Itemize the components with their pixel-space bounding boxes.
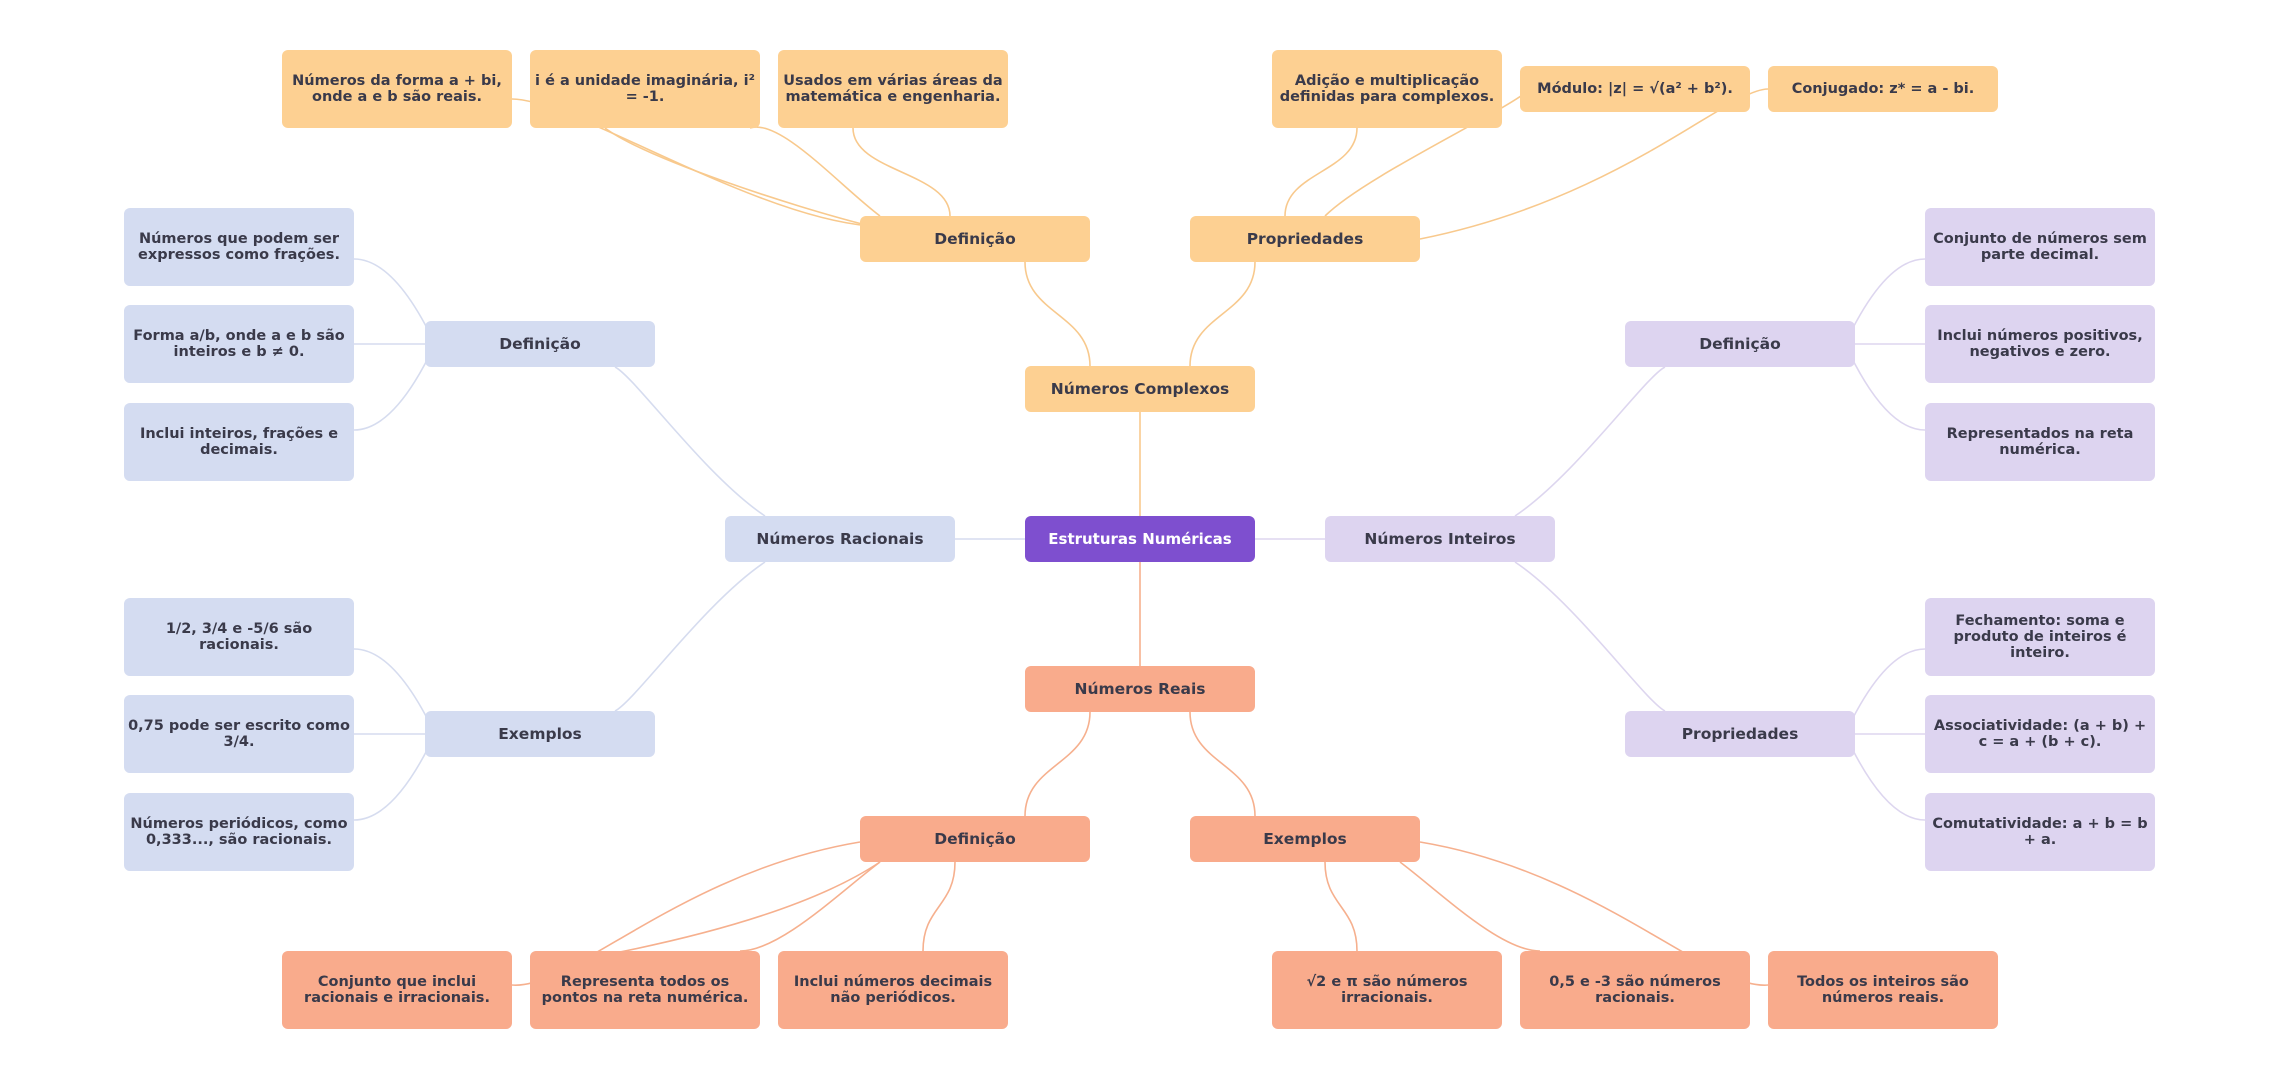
edge-n-ra-ex-2	[353, 733, 436, 821]
edge-re-def-1	[739, 861, 881, 952]
edge-cx-def-2	[852, 127, 951, 217]
leaf-complexos-definicao-2[interactable]: i é a unidade imaginária, i² = -1.	[530, 50, 760, 128]
node-complexos-definicao[interactable]: Definição	[860, 216, 1090, 262]
leaf-inteiros-definicao-3[interactable]: Representados na reta numérica.	[1925, 403, 2155, 481]
edge-n-in-def-2	[1844, 343, 1926, 431]
node-complexos-propriedades[interactable]: Propriedades	[1190, 216, 1420, 262]
leaf-racionais-exemplos-3[interactable]: Números periódicos, como 0,333..., são r…	[124, 793, 354, 871]
leaf-complexos-propriedades-1[interactable]: Adição e multiplicação definidas para co…	[1272, 50, 1502, 128]
leaf-inteiros-definicao-1[interactable]: Conjunto de números sem parte decimal.	[1925, 208, 2155, 286]
edge-re-def-2	[922, 861, 956, 952]
leaf-complexos-propriedades-2[interactable]: Módulo: |z| = √(a² + b²).	[1520, 66, 1750, 112]
edge-n-in-prop-2	[1844, 733, 1926, 821]
root-node[interactable]: Estruturas Numéricas	[1025, 516, 1255, 562]
leaf-inteiros-propriedades-3[interactable]: Comutatividade: a + b = b + a.	[1925, 793, 2155, 871]
edge-racionais-exemplos	[614, 561, 766, 712]
edge-n-in-def-0	[1844, 258, 1926, 345]
leaf-complexos-propriedades-3[interactable]: Conjugado: z* = a - bi.	[1768, 66, 1998, 112]
leaf-inteiros-definicao-2[interactable]: Inclui números positivos, negativos e ze…	[1925, 305, 2155, 383]
leaf-racionais-exemplos-1[interactable]: 1/2, 3/4 e -5/6 são racionais.	[124, 598, 354, 676]
leaf-racionais-definicao-3[interactable]: Inclui inteiros, frações e decimais.	[124, 403, 354, 481]
leaf-reais-definicao-2[interactable]: Representa todos os pontos na reta numér…	[530, 951, 760, 1029]
edge-n-in-prop-0	[1844, 648, 1926, 735]
leaf-reais-exemplos-1[interactable]: √2 e π são números irracionais.	[1272, 951, 1502, 1029]
node-racionais-exemplos[interactable]: Exemplos	[425, 711, 655, 757]
node-inteiros-definicao[interactable]: Definição	[1625, 321, 1855, 367]
edge-inteiros-propriedades	[1514, 561, 1666, 712]
leaf-reais-exemplos-2[interactable]: 0,5 e -3 são números racionais.	[1520, 951, 1750, 1029]
edge-complexos-propriedades	[1189, 261, 1256, 367]
edge-cx-prop-0	[1284, 127, 1358, 217]
node-numeros-inteiros[interactable]: Números Inteiros	[1325, 516, 1555, 562]
leaf-reais-definicao-3[interactable]: Inclui números decimais não periódicos.	[778, 951, 1008, 1029]
node-reais-exemplos[interactable]: Exemplos	[1190, 816, 1420, 862]
node-inteiros-propriedades[interactable]: Propriedades	[1625, 711, 1855, 757]
node-reais-definicao[interactable]: Definição	[860, 816, 1090, 862]
edge-n-ra-ex-0	[353, 648, 436, 735]
edge-racionais-definicao	[614, 366, 766, 517]
edge-re-ex-0	[1324, 861, 1358, 952]
edge-cx-def-1	[604, 127, 871, 227]
node-numeros-racionais[interactable]: Números Racionais	[725, 516, 955, 562]
node-numeros-complexos[interactable]: Números Complexos	[1025, 366, 1255, 412]
edge-re-def-1b	[614, 861, 881, 954]
leaf-complexos-definicao-3[interactable]: Usados em várias áreas da matemática e e…	[778, 50, 1008, 128]
edge-cx-def-extra	[749, 126, 881, 217]
edge-n-ra-def-2	[353, 343, 436, 431]
edge-reais-definicao	[1024, 711, 1091, 817]
leaf-complexos-definicao-1[interactable]: Números da forma a + bi, onde a e b são …	[282, 50, 512, 128]
edge-complexos-definicao	[1024, 261, 1091, 367]
node-racionais-definicao[interactable]: Definição	[425, 321, 655, 367]
node-numeros-reais[interactable]: Números Reais	[1025, 666, 1255, 712]
leaf-reais-definicao-1[interactable]: Conjunto que inclui racionais e irracion…	[282, 951, 512, 1029]
leaf-racionais-definicao-1[interactable]: Números que podem ser expressos como fra…	[124, 208, 354, 286]
leaf-reais-exemplos-3[interactable]: Todos os inteiros são números reais.	[1768, 951, 1998, 1029]
leaf-inteiros-propriedades-1[interactable]: Fechamento: soma e produto de inteiros é…	[1925, 598, 2155, 676]
leaf-racionais-exemplos-2[interactable]: 0,75 pode ser escrito como 3/4.	[124, 695, 354, 773]
edge-n-ra-def-0	[353, 258, 436, 345]
edge-reais-exemplos	[1189, 711, 1256, 817]
edge-cx-prop-1	[1324, 88, 1531, 217]
leaf-racionais-definicao-2[interactable]: Forma a/b, onde a e b são inteiros e b ≠…	[124, 305, 354, 383]
edge-re-ex-1	[1399, 861, 1541, 952]
leaf-inteiros-propriedades-2[interactable]: Associatividade: (a + b) + c = a + (b + …	[1925, 695, 2155, 773]
edge-inteiros-definicao	[1514, 366, 1666, 517]
